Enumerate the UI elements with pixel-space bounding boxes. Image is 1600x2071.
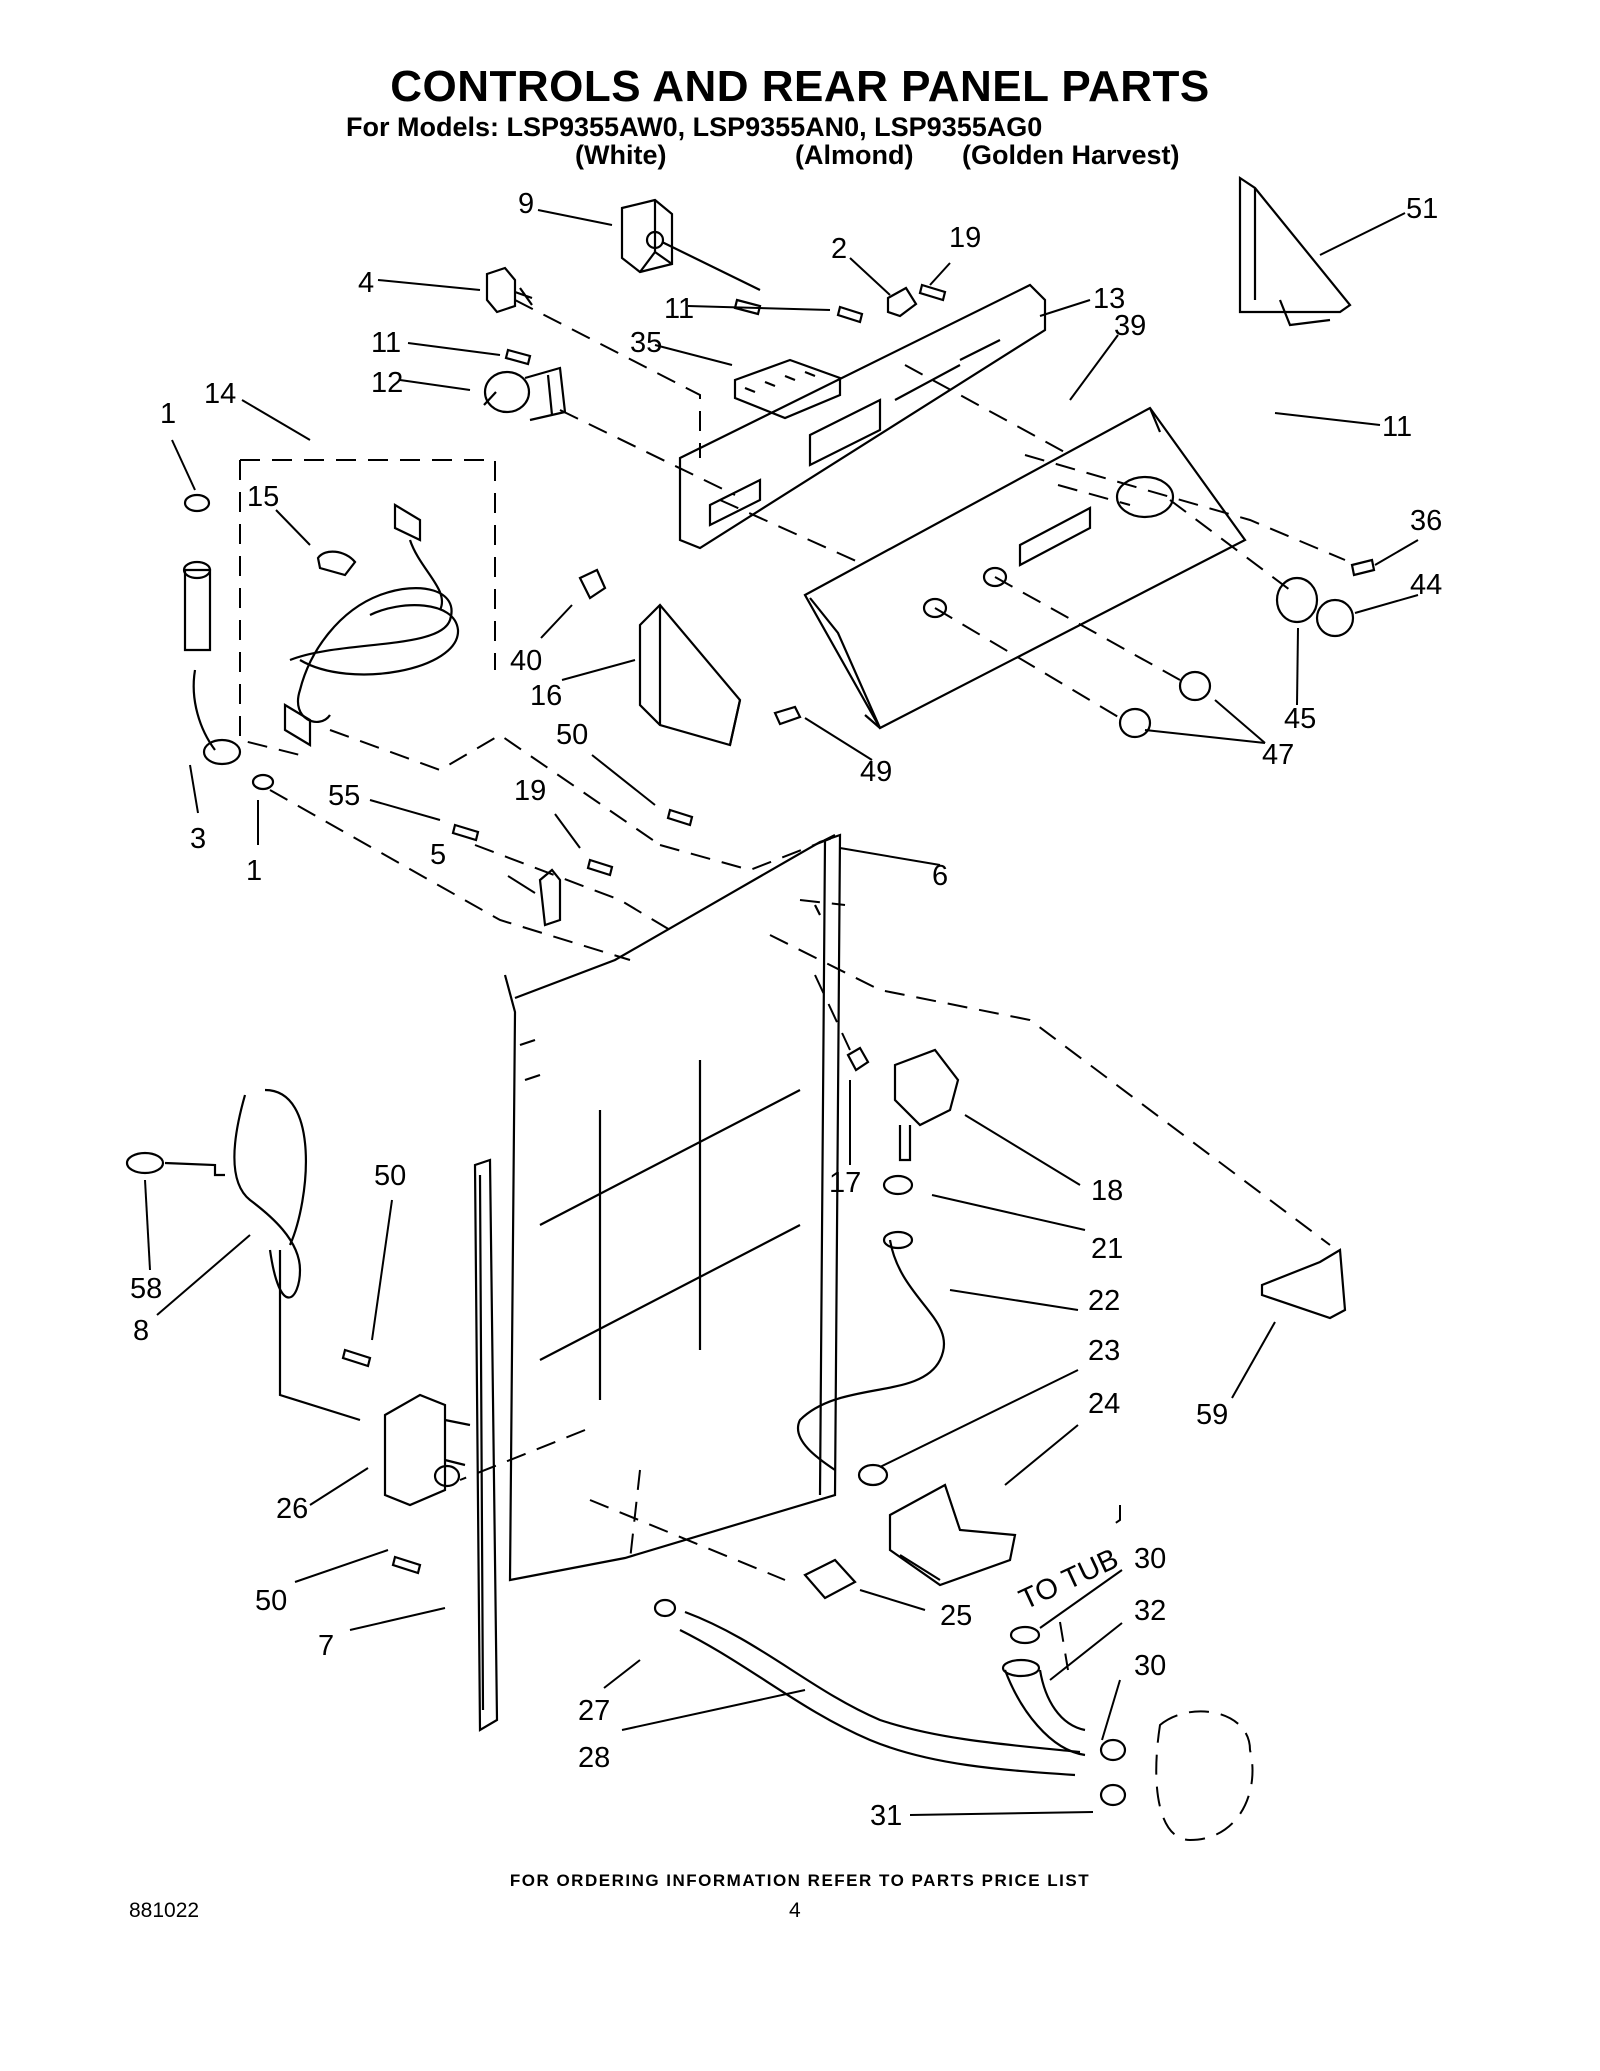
color-golden-harvest: (Golden Harvest) (962, 140, 1180, 170)
pump-outline (1155, 1710, 1254, 1842)
callout-12: 12 (371, 367, 403, 399)
callout-45: 45 (1284, 703, 1316, 735)
small-screws (504, 283, 947, 366)
callout-18: 18 (1091, 1175, 1123, 1207)
callout-50-bottom: 50 (255, 1585, 287, 1617)
callout-8: 8 (133, 1315, 149, 1347)
callout-16: 16 (530, 680, 562, 712)
callout-30-top: 30 (1134, 1543, 1166, 1575)
callout-1-top: 1 (160, 398, 176, 430)
callout-35: 35 (630, 327, 662, 359)
cover-part (578, 568, 802, 747)
callout-15: 15 (247, 481, 279, 513)
callout-30-bottom: 30 (1134, 1650, 1166, 1682)
water-valve-part (846, 1046, 960, 1162)
fill-hose-part (796, 1174, 946, 1471)
callout-5: 5 (430, 839, 446, 871)
callout-1-bottom: 1 (246, 855, 262, 887)
callout-labels: 9 2 19 51 4 11 13 39 35 11 12 11 1 14 15… (130, 188, 1442, 1832)
harness-outline (239, 459, 496, 756)
wire-harness-part (283, 503, 460, 747)
callout-4: 4 (358, 267, 374, 299)
callout-9: 9 (518, 188, 534, 220)
callout-47: 47 (1262, 739, 1294, 771)
inlet-hose-part (182, 493, 275, 791)
knob-parts (1118, 558, 1376, 739)
callout-51: 51 (1406, 193, 1438, 225)
callout-11-left: 11 (371, 327, 401, 359)
timer-part (620, 198, 761, 291)
callout-31: 31 (870, 1800, 902, 1832)
bracket-part (1238, 175, 1352, 327)
side-strip-part (473, 1158, 499, 1732)
latch-part (538, 868, 562, 927)
callout-25: 25 (940, 1600, 972, 1632)
document-number: 881022 (129, 1899, 200, 1922)
parts-art (125, 175, 1376, 1842)
callout-55: 55 (328, 780, 360, 812)
callout-32: 32 (1134, 1595, 1166, 1627)
callout-11-center: 11 (664, 293, 694, 325)
callout-21: 21 (1091, 1233, 1123, 1265)
callout-13: 13 (1093, 283, 1125, 315)
color-white: (White) (575, 140, 667, 170)
lid-part (1260, 1248, 1347, 1320)
callout-59: 59 (1196, 1399, 1228, 1431)
callout-19-mid: 19 (514, 775, 546, 807)
callout-44: 44 (1410, 569, 1442, 601)
callout-22: 22 (1088, 1285, 1120, 1317)
callout-26: 26 (276, 1493, 308, 1525)
rear-panel-part (503, 833, 842, 1582)
pump-hoses-part (1001, 1625, 1127, 1807)
callout-17: 17 (829, 1167, 861, 1199)
connector-part (803, 1558, 857, 1600)
color-almond: (Almond) (795, 140, 914, 170)
console-back-panel (678, 283, 1047, 550)
page-title: CONTROLS AND REAR PANEL PARTS (390, 62, 1210, 111)
callout-49: 49 (860, 756, 892, 788)
callout-58: 58 (130, 1273, 162, 1305)
callout-3: 3 (190, 823, 206, 855)
switch-part (485, 266, 533, 314)
callout-7: 7 (318, 1630, 334, 1662)
callout-19-top: 19 (949, 222, 981, 254)
callout-2: 2 (831, 233, 847, 265)
callout-6: 6 (932, 860, 948, 892)
callout-14: 14 (204, 378, 236, 410)
callout-27: 27 (578, 1695, 610, 1727)
callout-50-top: 50 (556, 719, 588, 751)
leader-arrows (144, 209, 1419, 1816)
drain-hose-part (125, 1088, 361, 1422)
clip-part (316, 550, 357, 577)
lower-screws (341, 808, 694, 1575)
callout-11-right: 11 (1382, 411, 1412, 443)
lower-hose-part (653, 1598, 1081, 1777)
switch-block-part (733, 358, 842, 420)
assembly-lines (269, 299, 1346, 1671)
callout-23: 23 (1088, 1335, 1120, 1367)
callout-40: 40 (510, 645, 542, 677)
callout-24: 24 (1088, 1388, 1120, 1420)
console-part (803, 406, 1247, 730)
pump-bracket-part (383, 1393, 471, 1507)
callout-50-mid: 50 (374, 1160, 406, 1192)
models-line: For Models: LSP9355AW0, LSP9355AN0, LSP9… (346, 112, 1043, 142)
callout-36: 36 (1410, 505, 1442, 537)
hose-bracket-part (857, 1463, 1017, 1587)
ordering-info-footer: FOR ORDERING INFORMATION REFER TO PARTS … (509, 1871, 1091, 1890)
callout-28: 28 (578, 1742, 610, 1774)
page-number: 4 (789, 1899, 801, 1922)
pressure-switch-part (483, 366, 567, 422)
callout-39: 39 (1114, 310, 1146, 342)
